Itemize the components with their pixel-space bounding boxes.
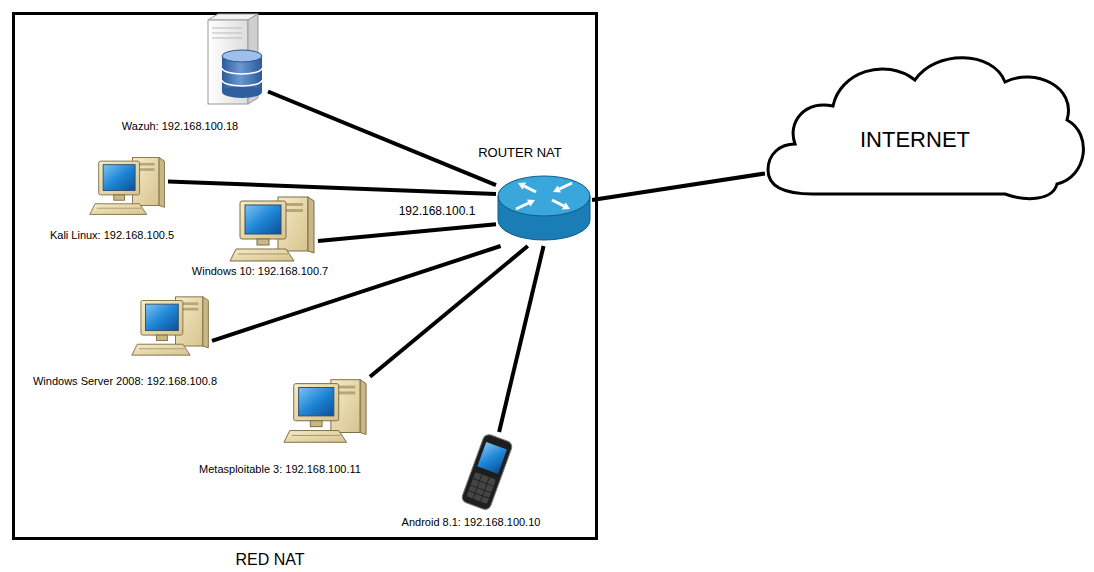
network-link [168,181,496,194]
icon-part [238,254,288,255]
host-label: Windows Server 2008: 192.168.100.8 [33,375,217,388]
router-icon [496,170,592,246]
icon-part [132,344,190,355]
icon-part [103,165,135,191]
icon-part [527,199,535,206]
network-frame: RED NATWazuh: 192.168.100.18Kali Linux: … [12,12,598,540]
pc-icon [282,375,370,447]
icon-part [212,33,242,34]
phone-icon [450,432,525,512]
host-label: Android 8.1: 192.168.100.10 [402,516,541,529]
icon-part [90,204,147,215]
network-link [268,92,496,186]
icon-part [461,433,514,511]
icon-part [156,335,167,340]
icon-part [299,388,334,416]
icon-part [518,183,526,190]
icon-part [222,50,262,62]
pc-icon: Metasploitable 3: 192.168.100.11 [282,375,370,447]
cloud-shape: INTERNET [765,42,1090,202]
icon-part [159,158,164,208]
icon-part [141,300,183,335]
cloud-shape [765,42,1090,202]
pc-icon [88,150,168,222]
icon-part [468,491,489,499]
host-label: Metasploitable 3: 192.168.100.11 [199,463,361,476]
icon-part [240,201,286,239]
icon-part [145,304,178,330]
icon-part [139,348,185,349]
network-link [318,224,496,241]
icon-part [97,208,141,209]
host-label: Wazuh: 192.168.100.18 [122,120,238,133]
icon-part [99,161,140,195]
cloud-label: INTERNET [860,127,970,153]
icon-part [471,485,492,493]
icon-part [294,384,339,421]
icon-part [461,433,514,511]
host-label: Kali Linux: 192.168.100.5 [50,229,174,242]
server-icon [198,12,268,106]
icon-part [768,58,1083,199]
icon-part [552,200,564,206]
network-name: RED NAT [235,550,304,569]
pc-icon: Windows Server 2008: 192.168.100.8 [130,290,212,362]
icon-part [230,249,294,261]
icon-part [498,176,590,216]
icon-part [245,205,281,234]
icon-part [516,203,529,209]
icon-part [203,297,208,348]
icon-part [212,38,242,39]
pc-icon [228,193,318,265]
icon-part [559,183,572,189]
icon-part [114,195,125,200]
icon-part [222,86,262,98]
host-label: ROUTER NAT [478,145,562,161]
ip-label: 192.168.100.1 [399,204,476,218]
icon-part [477,442,507,474]
pc-icon [130,290,212,362]
icon-part [284,431,347,443]
icon-part [292,435,341,436]
pc-icon: Kali Linux: 192.168.100.5 [88,150,168,222]
icon-part [466,472,496,504]
icon-part [473,479,494,487]
icon-part [222,68,262,74]
router-icon: ROUTER NAT192.168.100.1 [496,170,592,246]
network-link [592,173,765,200]
network-link [370,246,528,377]
icon-part [222,80,262,86]
icon-part [524,186,536,192]
icon-part [310,421,322,427]
icon-part [212,28,242,29]
icon-part [308,197,314,253]
icon-part [562,202,570,209]
server-icon: Wazuh: 192.168.100.18 [198,12,268,106]
network-link [499,246,543,432]
network-link [212,246,501,341]
icon-part [360,380,366,435]
host-label: Windows 10: 192.168.100.7 [192,265,328,278]
icon-part [257,239,269,245]
phone-icon: Android 8.1: 192.168.100.10 [450,432,525,512]
pc-icon: Windows 10: 192.168.100.7 [228,193,318,265]
icon-part [553,185,561,192]
